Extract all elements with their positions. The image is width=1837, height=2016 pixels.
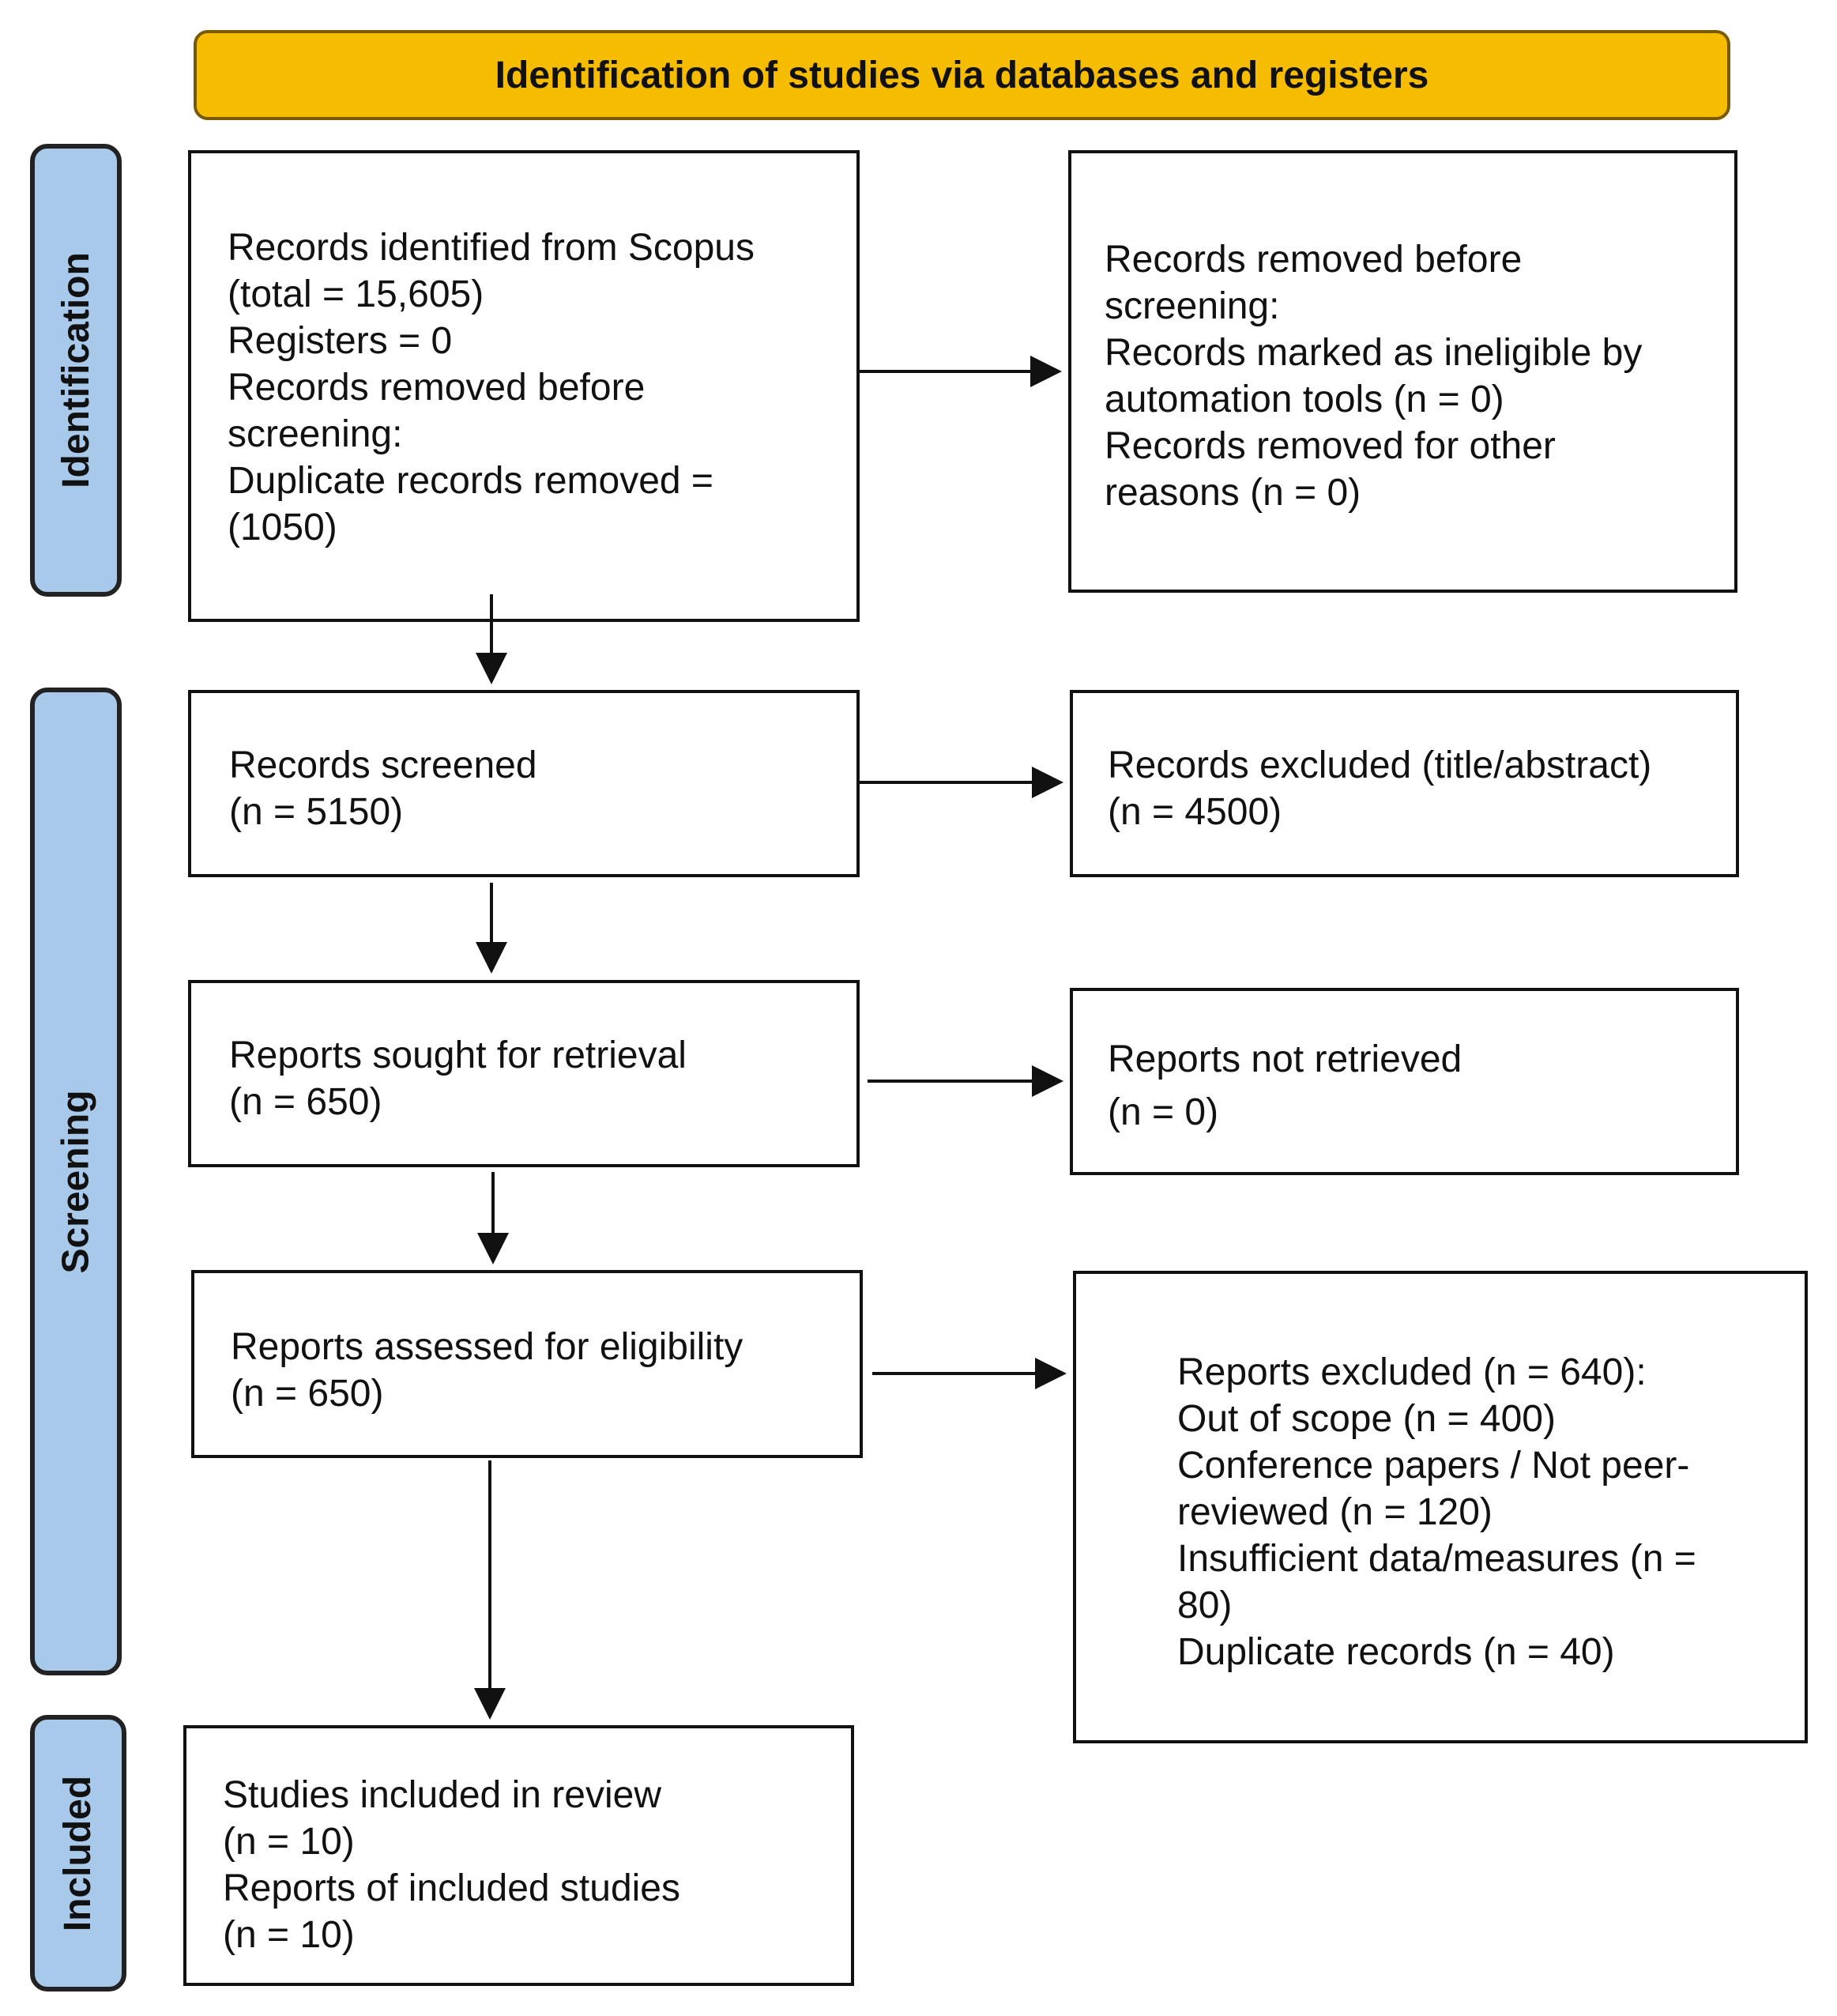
box-line: Reports sought for retrieval <box>229 1034 687 1076</box>
studies-included-box: Studies included in review (n = 10) Repo… <box>183 1725 854 1986</box>
box-line: (n = 0) <box>1108 1091 1219 1133</box>
box-line: reasons (n = 0) <box>1105 472 1361 514</box>
box-line: (n = 4500) <box>1108 791 1282 833</box>
box-line: Records removed before <box>228 367 646 409</box>
phase-tab-included: Included <box>30 1715 126 1992</box>
phase-label-screening: Screening <box>55 1089 97 1274</box>
phase-label-included: Included <box>57 1775 100 1931</box>
box-line: Studies included in review <box>223 1774 661 1816</box>
box-line: Reports assessed for eligibility <box>231 1326 743 1368</box>
header-banner: Identification of studies via databases … <box>194 30 1730 120</box>
header-title: Identification of studies via databases … <box>495 54 1429 96</box>
box-line: Reports not retrieved <box>1108 1038 1462 1080</box>
box-line: Duplicate records removed = <box>228 460 713 502</box>
box-line: screening: <box>1105 285 1280 327</box>
reports-not-retrieved-box: Reports not retrieved (n = 0) <box>1070 988 1739 1175</box>
box-line: (total = 15,605) <box>228 273 484 315</box>
box-line: 80) <box>1177 1585 1233 1626</box>
records-removed-before-screening-box: Records removed before screening: Record… <box>1068 150 1737 593</box>
box-line: Records marked as ineligible by <box>1105 332 1643 374</box>
phase-tab-screening: Screening <box>30 688 122 1675</box>
box-line: (n = 5150) <box>229 791 404 833</box>
reports-excluded-box: Reports excluded (n = 640): Out of scope… <box>1073 1271 1808 1743</box>
box-line: reviewed (n = 120) <box>1177 1491 1493 1533</box>
box-line: Reports excluded (n = 640): <box>1177 1351 1647 1393</box>
phase-label-identification: Identification <box>55 252 97 488</box>
records-excluded-box: Records excluded (title/abstract) (n = 4… <box>1070 690 1739 877</box>
box-line: Insufficient data/measures (n = <box>1177 1538 1696 1580</box>
box-line: Registers = 0 <box>228 320 453 362</box>
records-screened-box: Records screened (n = 5150) <box>188 690 860 877</box>
box-line: Records excluded (title/abstract) <box>1108 744 1652 786</box>
box-line: (n = 10) <box>223 1914 355 1956</box>
reports-assessed-box: Reports assessed for eligibility (n = 65… <box>191 1270 863 1458</box>
box-line: screening: <box>228 413 403 455</box>
box-line: (n = 10) <box>223 1821 355 1863</box>
box-line: Records removed before <box>1105 239 1523 281</box>
box-line: Records identified from Scopus <box>228 227 755 269</box>
box-line: Out of scope (n = 400) <box>1177 1398 1556 1440</box>
box-line: Records screened <box>229 744 537 786</box>
reports-sought-box: Reports sought for retrieval (n = 650) <box>188 980 860 1167</box>
box-line: (n = 650) <box>229 1081 382 1123</box>
box-line: Records removed for other <box>1105 425 1556 467</box>
box-line: (n = 650) <box>231 1373 384 1415</box>
phase-tab-identification: Identification <box>30 144 122 597</box>
box-line: Reports of included studies <box>223 1867 680 1909</box>
box-line: automation tools (n = 0) <box>1105 379 1504 420</box>
box-line: Duplicate records (n = 40) <box>1177 1631 1615 1673</box>
box-line: (1050) <box>228 507 337 548</box>
box-line: Conference papers / Not peer- <box>1177 1445 1690 1487</box>
records-identified-box: Records identified from Scopus (total = … <box>188 150 860 622</box>
